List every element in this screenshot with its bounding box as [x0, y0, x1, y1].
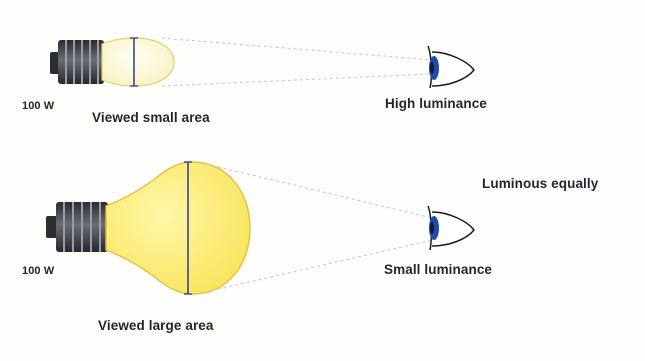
- bottom-eye-icon: [428, 206, 474, 250]
- small-bulb-socket: [50, 40, 104, 84]
- top-result-label: High luminance: [385, 96, 487, 111]
- top-caption: Viewed small area: [92, 110, 210, 125]
- small-bulb: [50, 38, 174, 86]
- comparison-label: Luminous equally: [482, 176, 598, 191]
- small-bulb-glass: [102, 38, 174, 86]
- top-sight-lines: [162, 38, 432, 86]
- large-bulb-socket: [46, 202, 108, 252]
- large-bulb: [46, 162, 250, 294]
- bottom-result-label: Small luminance: [384, 262, 492, 277]
- bottom-caption: Viewed large area: [98, 318, 214, 333]
- top-wattage-label: 100 W: [22, 100, 54, 112]
- top-eye-icon: [428, 46, 474, 88]
- bottom-wattage-label: 100 W: [22, 265, 54, 277]
- large-bulb-glass: [106, 162, 250, 294]
